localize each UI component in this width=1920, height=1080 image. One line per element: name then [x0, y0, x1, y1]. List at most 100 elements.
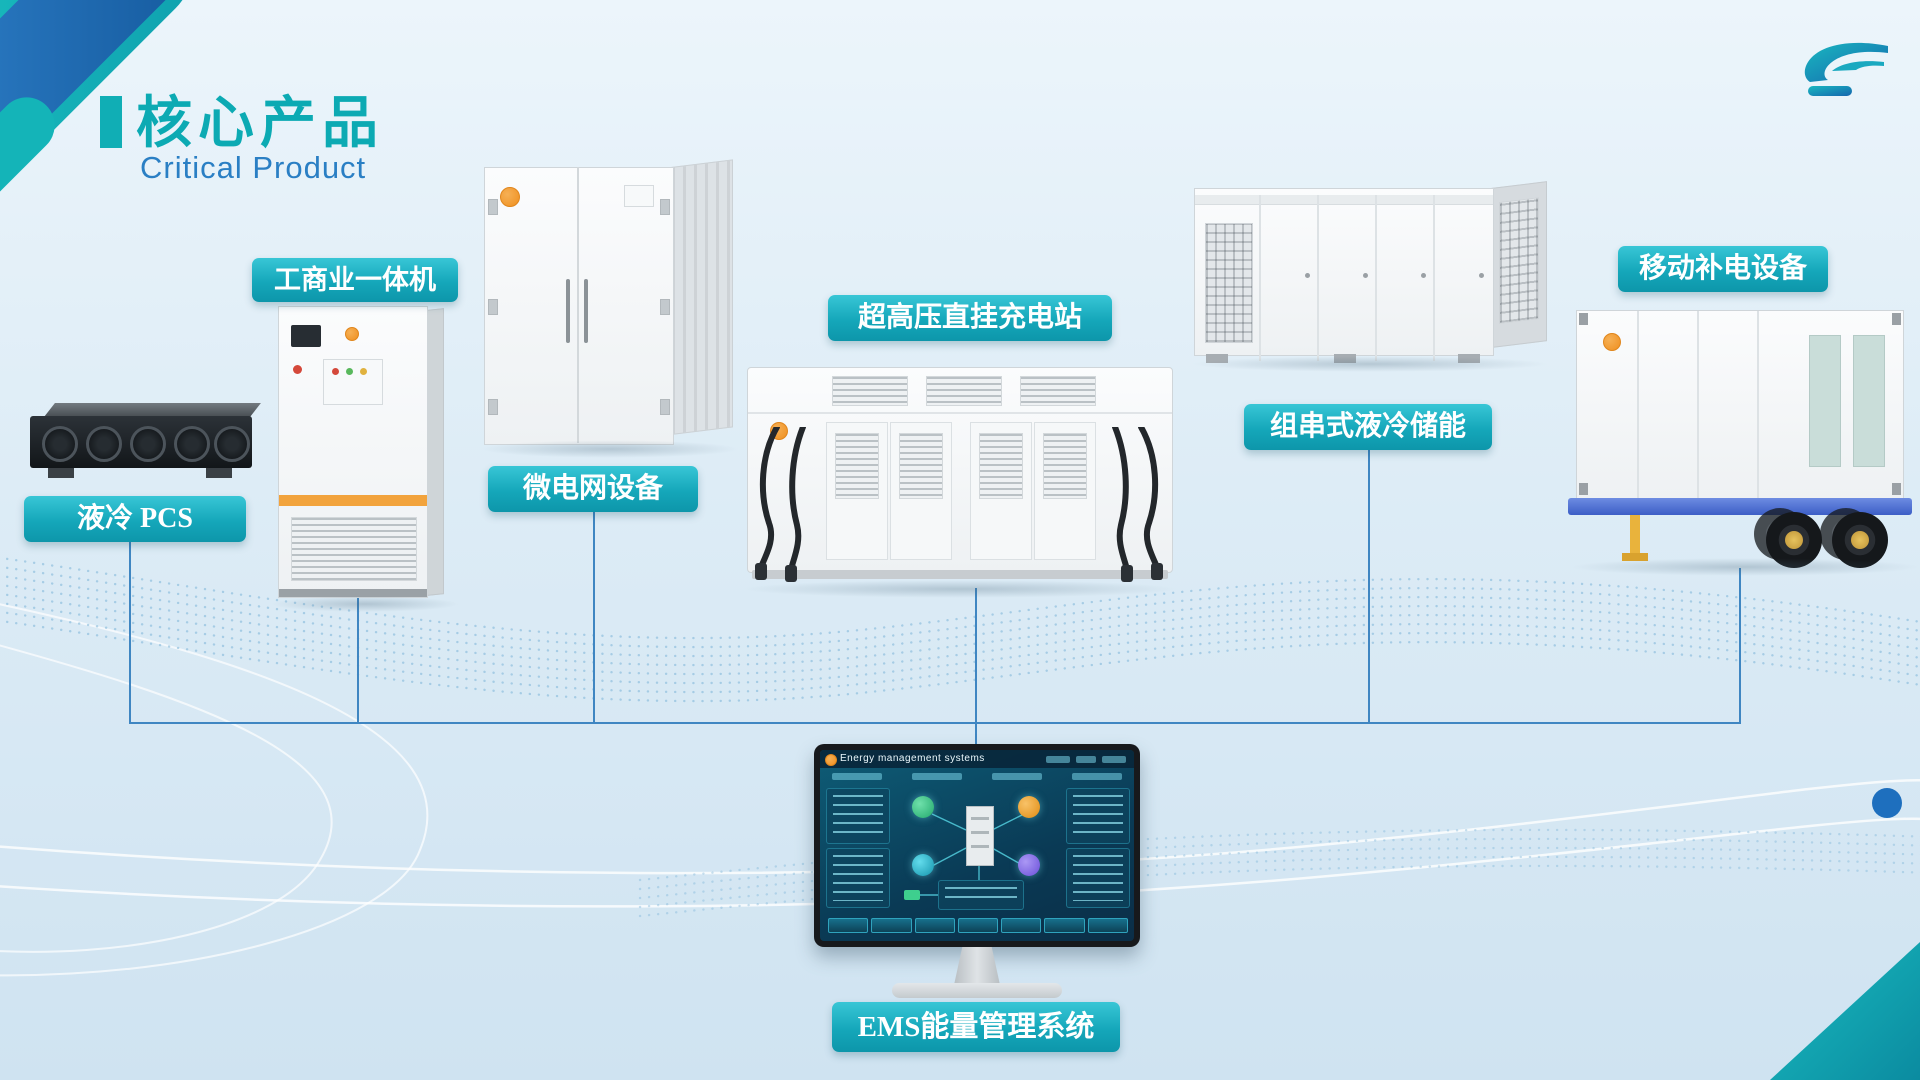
brand-dot-icon — [345, 327, 359, 341]
monitor-stand-neck — [954, 947, 1000, 985]
label-microgrid: 微电网设备 — [488, 466, 698, 512]
fan-icon — [130, 426, 166, 462]
ems-panel-left-top — [826, 788, 890, 844]
door-hinge — [488, 399, 498, 415]
trailer-landing-foot — [1622, 553, 1648, 561]
roof-vent — [1020, 376, 1096, 406]
storage-node-icon — [912, 854, 934, 876]
cabinet-line — [971, 817, 989, 820]
corner-casting — [1892, 483, 1901, 495]
mode-chip — [832, 773, 882, 780]
label-text: 液冷 PCS — [77, 503, 193, 534]
product-mobile-power-trailer — [1568, 310, 1912, 572]
door-handle — [1305, 273, 1310, 278]
ems-topbar: Energy management systems — [820, 750, 1134, 768]
label-all-in-one: 工商业一体机 — [252, 258, 458, 302]
battery-icon — [904, 890, 920, 900]
door-seam — [1697, 311, 1699, 499]
microgrid-label-plate — [624, 185, 654, 207]
door-seam — [1317, 195, 1319, 361]
label-mobile-power: 移动补电设备 — [1618, 246, 1828, 292]
cabinet-line — [971, 831, 989, 834]
pcs-front-face — [30, 416, 252, 468]
corner-casting — [1892, 313, 1901, 325]
product-shadow — [1190, 356, 1550, 372]
station-door — [970, 422, 1032, 560]
door-vent — [1043, 433, 1087, 499]
grid-node-icon — [1018, 796, 1040, 818]
cabinet-side-face — [426, 308, 444, 596]
fan-icon — [174, 426, 210, 462]
container-window — [1809, 335, 1841, 467]
roof-vent — [832, 376, 908, 406]
connector-line-mobile — [1739, 568, 1741, 724]
label-text: 工商业一体机 — [274, 265, 436, 295]
door-vent — [835, 433, 879, 499]
product-all-in-one-cabinet — [278, 306, 444, 602]
indicator-light — [332, 368, 339, 375]
storage-foot — [1206, 354, 1228, 363]
panel-text-lines — [945, 887, 1017, 903]
charging-cable-icon — [755, 427, 806, 582]
topbar-widget — [1046, 756, 1070, 763]
pcs-foot — [206, 468, 232, 478]
label-text: 超高压直挂充电站 — [857, 302, 1082, 333]
product-shadow — [740, 580, 1180, 598]
ems-menu-button — [1001, 918, 1042, 933]
ems-screen: Energy management systems — [820, 750, 1134, 941]
brand-dot-icon — [500, 187, 520, 207]
cabinet-line — [971, 845, 989, 848]
fan-icon — [214, 426, 250, 462]
fan-icon — [42, 426, 78, 462]
station-door — [1034, 422, 1096, 560]
topbar-widget — [1076, 756, 1096, 763]
ems-menu-button — [1044, 918, 1085, 933]
product-shadow — [480, 440, 740, 458]
product-charging-station — [747, 367, 1173, 588]
panel-text-lines — [833, 795, 883, 837]
door-hinge — [488, 199, 498, 215]
ems-panel-left-bottom — [826, 848, 890, 908]
door-seam — [1637, 311, 1639, 499]
page-title: 核心产品 — [136, 91, 384, 154]
indicator-light — [293, 365, 302, 374]
door-handle — [566, 279, 570, 343]
storage-foot — [1334, 354, 1356, 363]
microgrid-door-seam — [577, 167, 579, 443]
side-vent — [1499, 197, 1539, 325]
brand-dot-icon — [1603, 333, 1621, 351]
decoration-blue-circle — [1872, 788, 1902, 818]
trailer-landing-leg — [1630, 515, 1640, 555]
station-door — [890, 422, 952, 560]
connector-line-pcs — [129, 542, 131, 724]
label-string-storage: 组串式液冷储能 — [1244, 404, 1492, 450]
mode-chip — [912, 773, 962, 780]
wheel-hub — [1851, 531, 1869, 549]
door-seam — [1433, 195, 1435, 361]
load-node-icon — [1018, 854, 1040, 876]
cabinet-front-face — [278, 306, 428, 598]
mode-chip — [992, 773, 1042, 780]
cabinet-display — [291, 325, 321, 347]
ems-menu-button — [914, 918, 955, 933]
cabinet-vent — [291, 517, 417, 581]
label-liquid-cooled-pcs: 液冷 PCS — [24, 496, 246, 542]
station-base — [752, 570, 1168, 579]
door-handle — [1421, 273, 1426, 278]
wheel-icon — [1832, 512, 1888, 568]
label-ems: EMS能量管理系统 — [832, 1002, 1120, 1052]
cabinet-control-panel — [323, 359, 383, 405]
door-seam — [1259, 195, 1261, 361]
station-door — [826, 422, 888, 560]
door-hinge — [660, 299, 670, 315]
label-text: 移动补电设备 — [1638, 253, 1807, 284]
indicator-light — [346, 368, 353, 375]
trailer-chassis — [1568, 498, 1912, 515]
ems-screen-title: Energy management systems — [840, 753, 985, 764]
panel-text-lines — [1073, 795, 1123, 837]
label-text: 微电网设备 — [522, 473, 663, 504]
door-vent — [899, 433, 943, 499]
monitor-bezel: Energy management systems — [814, 744, 1140, 947]
